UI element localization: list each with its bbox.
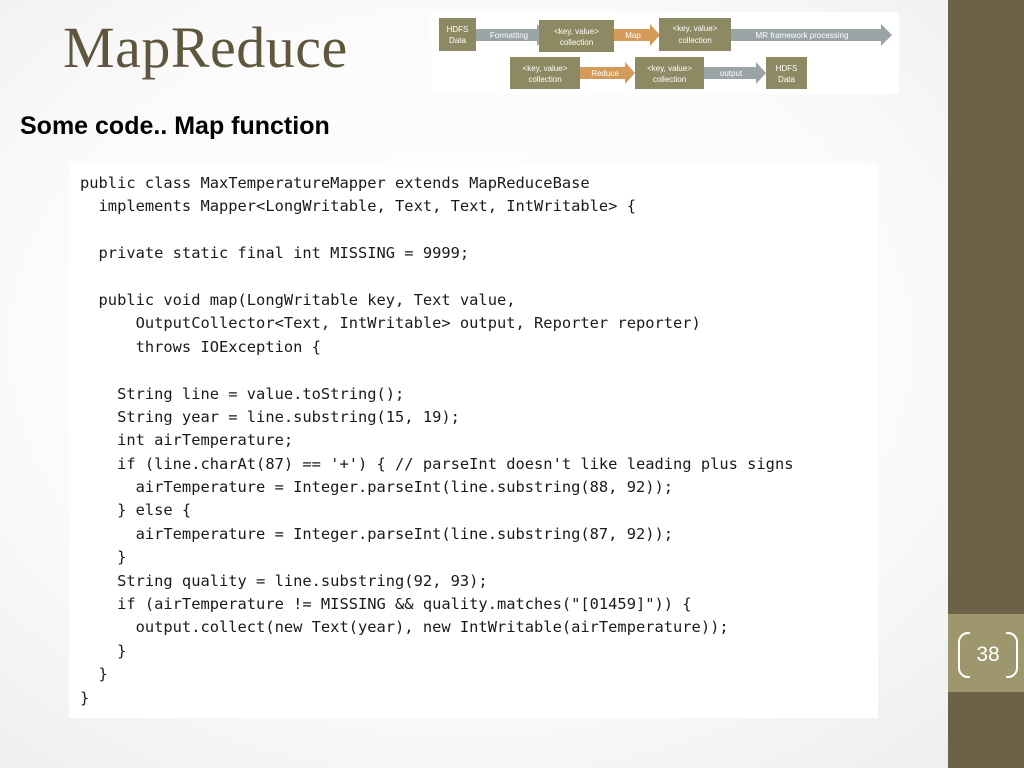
box-label: <key, value> <box>673 24 718 33</box>
slide-title: MapReduce <box>63 15 348 80</box>
arrow-label: output <box>720 69 743 78</box>
code-line: throws IOException { <box>80 337 321 356</box>
slide-subtitle: Some code.. Map function <box>20 112 330 140</box>
code-line: } <box>80 688 90 707</box>
code-line: airTemperature = Integer.parseInt(line.s… <box>80 524 674 543</box>
slide: MapReduce HDFS Data <key, value> colle <box>20 12 899 718</box>
code-line: airTemperature = Integer.parseInt(line.s… <box>80 478 674 497</box>
code-line <box>80 359 793 382</box>
flow-box-hdfs-input <box>439 18 476 51</box>
box-label: <key, value> <box>554 27 599 36</box>
page-number: 38 <box>976 643 1000 666</box>
page-number-bracket <box>958 631 1018 683</box>
code-line <box>80 219 793 242</box>
box-label: collection <box>528 75 561 84</box>
box-label: Data <box>778 75 795 84</box>
flow-arrow-output <box>703 62 766 84</box>
arrow-label: Formatting <box>490 31 528 40</box>
box-label: <key, value> <box>523 64 568 73</box>
flow-box-kv-formatted <box>539 20 614 52</box>
code-line: output.collect(new Text(year), new IntWr… <box>80 618 729 637</box>
code-line: int airTemperature; <box>80 431 294 450</box>
flow-arrow-formatting <box>475 24 548 46</box>
code-line: if (line.charAt(87) == '+') { // parseIn… <box>80 454 794 473</box>
arrow-label: Reduce <box>591 69 619 78</box>
box-label: HDFS <box>447 25 469 34</box>
code-line: public void map(LongWritable key, Text v… <box>80 290 516 309</box>
code-line: private static final int MISSING = 9999; <box>80 244 470 263</box>
code-line <box>80 266 793 289</box>
code-listing: public class MaxTemperatureMapper extend… <box>80 172 793 710</box>
flow-box-kv-reduced <box>635 57 704 89</box>
code-line: implements Mapper<LongWritable, Text, Te… <box>80 197 636 216</box>
box-label: <key, value> <box>647 64 692 73</box>
mapreduce-flow-diagram: HDFS Data <key, value> collection <key, … <box>431 12 899 94</box>
code-line: public class MaxTemperatureMapper extend… <box>80 174 590 192</box>
box-label: collection <box>560 38 593 47</box>
code-line: if (airTemperature != MISSING && quality… <box>80 595 692 614</box>
flow-arrow-map <box>613 24 660 46</box>
code-line: String year = line.substring(15, 19); <box>80 407 460 426</box>
flow-arrow-mr-processing <box>730 24 892 46</box>
code-line: String quality = line.substring(92, 93); <box>80 571 488 590</box>
box-label: collection <box>678 36 711 45</box>
code-line: String line = value.toString(); <box>80 384 405 403</box>
box-label: Data <box>449 36 466 45</box>
box-label: collection <box>653 75 686 84</box>
code-line: OutputCollector<Text, IntWritable> outpu… <box>80 314 701 333</box>
flow-box-hdfs-output <box>766 57 807 89</box>
arrow-label: MR framework processing <box>756 31 849 40</box>
flow-arrow-reduce <box>579 62 635 84</box>
code-line: } <box>80 548 127 567</box>
code-line: } <box>80 641 127 660</box>
code-block: public class MaxTemperatureMapper extend… <box>69 164 878 718</box>
flow-box-kv-mapped <box>659 18 731 51</box>
arrow-label: Map <box>625 31 641 40</box>
code-line: } else { <box>80 501 192 520</box>
flow-box-kv-processed <box>510 57 580 89</box>
code-line: } <box>80 665 108 684</box>
box-label: HDFS <box>776 64 798 73</box>
